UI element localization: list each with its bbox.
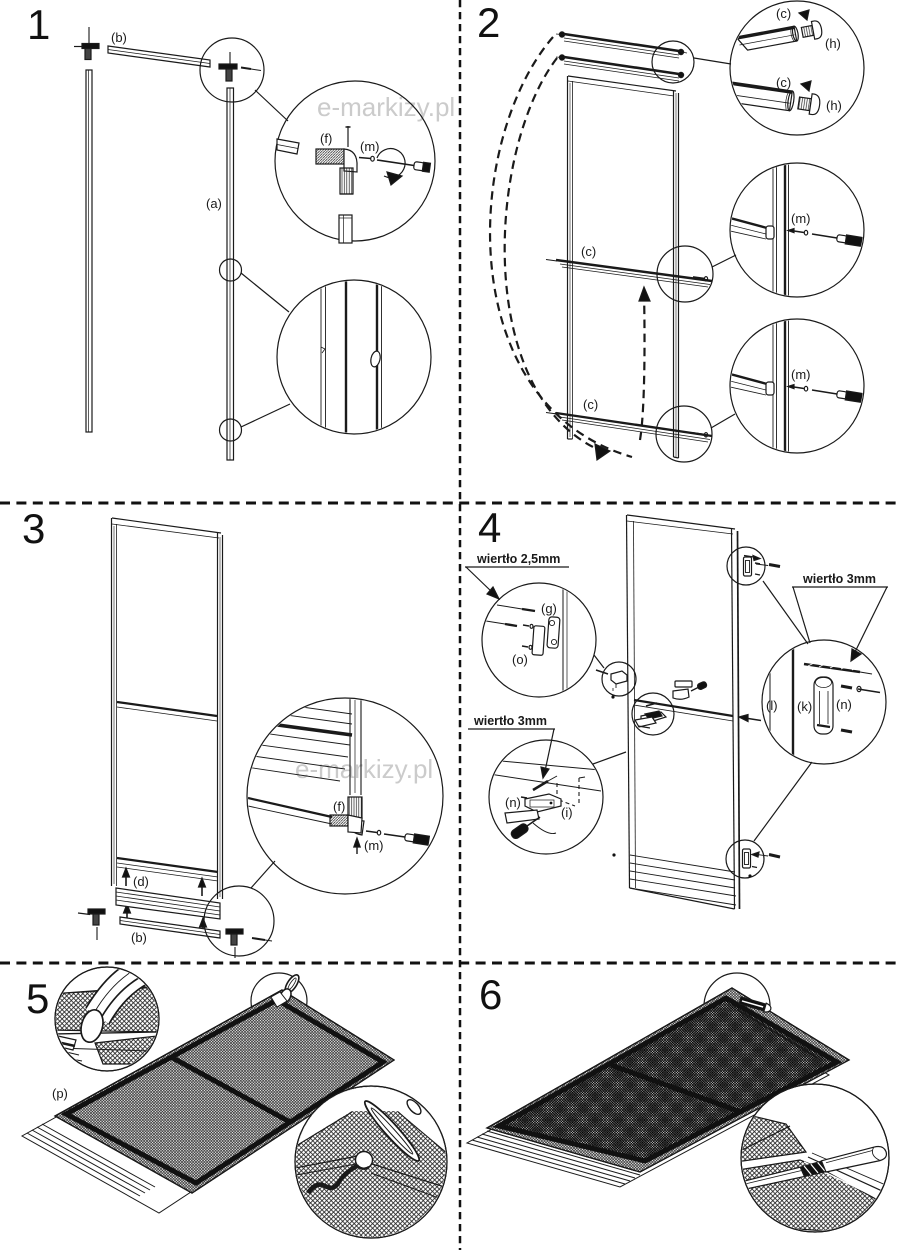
svg-text:1: 1 — [27, 1, 50, 48]
svg-text:(c): (c) — [583, 397, 598, 412]
svg-text:(f): (f) — [320, 131, 332, 146]
svg-text:(l): (l) — [766, 698, 778, 713]
svg-text:e-markizy.pl: e-markizy.pl — [317, 92, 455, 122]
svg-text:(i): (i) — [561, 805, 573, 820]
svg-text:(a): (a) — [206, 196, 222, 211]
svg-text:(m): (m) — [791, 367, 811, 382]
svg-text:(d): (d) — [133, 874, 149, 889]
svg-text:(b): (b) — [131, 930, 147, 945]
svg-text:(k): (k) — [797, 699, 812, 714]
svg-text:(b): (b) — [111, 30, 127, 45]
svg-text:(n): (n) — [505, 795, 521, 810]
svg-text:(m): (m) — [360, 139, 380, 154]
svg-text:(n): (n) — [836, 697, 852, 712]
svg-text:(p): (p) — [52, 1086, 68, 1101]
svg-text:5: 5 — [26, 975, 49, 1022]
svg-text:wiertło 3mm: wiertło 3mm — [802, 572, 876, 586]
svg-text:(h): (h) — [826, 98, 842, 113]
svg-text:(g): (g) — [541, 601, 557, 616]
svg-text:(f): (f) — [333, 799, 345, 814]
svg-text:6: 6 — [479, 971, 502, 1018]
svg-text:wiertło 2,5mm: wiertło 2,5mm — [476, 552, 560, 566]
svg-text:e-markizy.pl: e-markizy.pl — [295, 754, 433, 784]
svg-text:2: 2 — [477, 0, 500, 46]
svg-text:(h): (h) — [825, 36, 841, 51]
svg-text:wiertło 3mm: wiertło 3mm — [473, 714, 547, 728]
svg-text:(o): (o) — [512, 652, 528, 667]
svg-text:(m): (m) — [364, 838, 384, 853]
svg-text:3: 3 — [22, 505, 45, 552]
svg-text:(c): (c) — [776, 75, 791, 90]
svg-text:(c): (c) — [776, 6, 791, 21]
svg-text:(c): (c) — [581, 244, 596, 259]
svg-text:4: 4 — [478, 504, 501, 551]
svg-text:(m): (m) — [791, 211, 811, 226]
